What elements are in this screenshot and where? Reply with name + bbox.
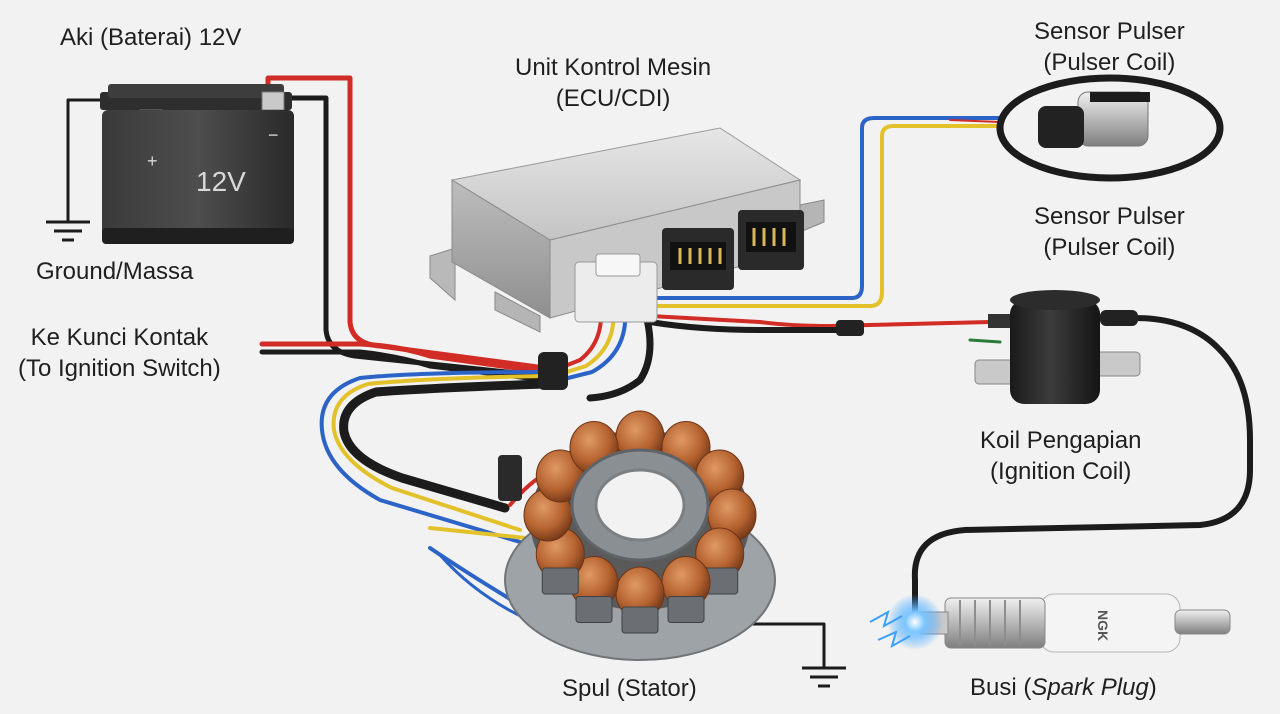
harness-to-stator-blue [319,370,547,544]
ecu-connector-white [574,253,658,323]
spark-plug-brand: NGK [1087,610,1118,641]
sensor-top-label: Sensor Pulser (Pulser Coil) [1034,16,1185,78]
ignition-switch-label: Ke Kunci Kontak (To Ignition Switch) [18,322,221,384]
ignition-switch-black-wire [259,349,548,383]
battery [100,84,294,244]
battery-minus-mark: − [268,120,279,151]
ignition-switch-line1: Ke Kunci Kontak [30,324,209,351]
battery-minus-text: − [268,125,279,145]
coil-primary-red-wire [648,314,992,328]
stator-pole-shoe [541,567,579,595]
spark-plug-label-prefix: Busi ( [970,674,1032,701]
ht-lead [911,315,1253,623]
stator-label: Spul (Stator) [562,673,697,704]
sensor-bottom-label: Sensor Pulser (Pulser Coil) [1034,201,1185,263]
harness-sleeve [538,320,864,390]
stator-pole-shoe [621,606,659,634]
harness-to-stator-yellow [331,374,547,532]
coil-primary-green-wire [968,338,1002,344]
sensor-top-line1: Sensor Pulser [1034,18,1185,45]
stator-coils [523,410,757,634]
pulser-thin-red [949,119,1001,123]
pulser-sensor [996,74,1224,182]
harness-to-stator-black [339,379,550,513]
stator [498,410,776,661]
sensor-top-line2: (Pulser Coil) [1043,49,1176,76]
coil-primary-black-wire [647,319,861,333]
ignition-coil [974,290,1141,404]
sensor-bottom-line2: (Pulser Coil) [1043,234,1176,261]
ignition-coil-line1: Koil Pengapian [980,427,1142,454]
ground-label: Ground/Massa [36,256,193,287]
stator-ground-wire [746,622,826,670]
battery-face-text: 12V [196,166,246,197]
ground-symbol-stator [802,666,846,688]
stator-pole-shoe [667,596,705,623]
spark-plug [869,593,1231,653]
ignition-coil-line2: (Ignition Coil) [990,458,1132,485]
stator-pole-shoe [575,596,613,623]
ignition-switch-line2: (To Ignition Switch) [18,355,221,382]
ecu-label-line2: (ECU/CDI) [555,85,671,112]
spark-plug-label-italic: Spark Plug [1031,674,1149,701]
ignition-switch-red-wire [259,341,548,375]
ecu-label-line1: Unit Kontrol Mesin [515,54,712,81]
sensor-bottom-line1: Sensor Pulser [1034,203,1185,230]
spark-plug-label: Busi (Spark Plug) [970,672,1157,703]
stator-label-text: Spul (Stator) [562,675,697,702]
spark-plug-brand-text: NGK [1095,610,1111,642]
pulser-blue-wire [650,116,1002,300]
ground-symbol-battery [46,220,90,242]
battery-plus-text: + [147,151,158,171]
ecu-connector-black-left [662,228,734,290]
spark-plug-label-suffix: ) [1148,674,1157,701]
battery-title: Aki (Baterai) 12V [60,22,241,53]
battery-plus-mark: + [147,146,158,177]
pulser-yellow-wire [650,124,1002,308]
battery-title-text: Aki (Baterai) 12V [60,24,242,51]
ecu-connector-black-right [738,210,804,270]
ecu-label: Unit Kontrol Mesin (ECU/CDI) [515,52,711,114]
battery-face-label: 12V [196,166,246,197]
ignition-coil-label: Koil Pengapian (Ignition Coil) [980,425,1141,487]
ground-label-text: Ground/Massa [36,258,194,285]
